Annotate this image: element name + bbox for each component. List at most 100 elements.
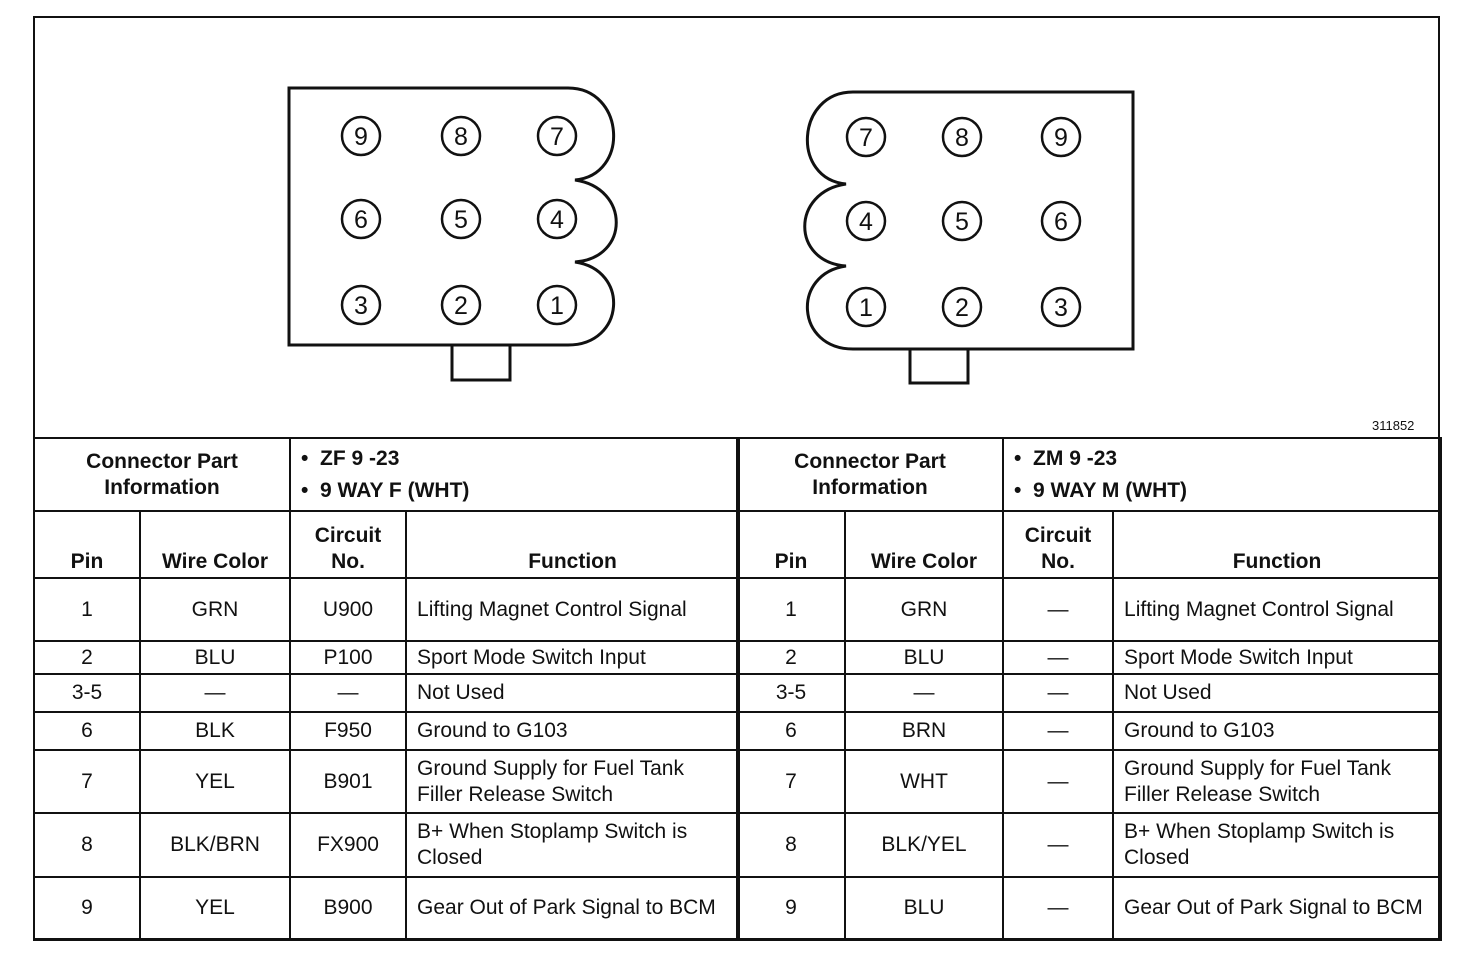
left-pin-8: 8 [440,115,482,157]
circuit-cell: — [1002,875,1115,942]
pin-cell: 7 [736,748,846,815]
wire-color-cell: BLK [138,710,292,751]
right-connector-face [803,90,1135,385]
pin-number: 1 [550,292,564,320]
wire-color-cell: BRN [843,710,1005,751]
pin-number: 6 [354,206,368,234]
function-cell: Gear Out of Park Signal to BCM [1112,875,1443,942]
pin-circle [440,198,482,240]
circuit-header: Circuit No. [289,510,408,579]
pin-cell: 7 [33,748,141,815]
pin-cell: 3-5 [736,673,846,713]
circuit-cell: B900 [289,875,408,942]
pin-cell: 3-5 [33,673,141,713]
pin-circle [340,198,382,240]
pin-number: 2 [454,292,468,320]
function-cell: Lifting Magnet Control Signal [1112,576,1443,643]
wire-color-cell: GRN [138,576,292,643]
function-cell: Lifting Magnet Control Signal [405,576,741,643]
function-cell: Ground Supply for Fuel Tank Filler Relea… [1112,748,1443,815]
function-cell: Ground to G103 [1112,710,1443,751]
circuit-cell: B901 [289,748,408,815]
pin-circle [845,116,887,158]
left-pin-9: 9 [340,115,382,157]
function-cell: Ground to G103 [405,710,741,751]
circuit-cell: U900 [289,576,408,643]
wire-color-cell: BLU [843,640,1005,676]
circuit-cell: — [1002,576,1115,643]
pin-cell: 1 [33,576,141,643]
left-pinout-table: Connector Part Information ZF 9 -23 9 WA… [32,436,741,942]
pin-circle [536,284,578,326]
right-pin-2: 2 [941,286,983,328]
function-header: Function [1112,510,1443,579]
left-pin-7: 7 [536,115,578,157]
pin-number: 4 [859,208,873,236]
pin-header: Pin [33,510,141,579]
function-cell: B+ When Stoplamp Switch is Closed [1112,812,1443,878]
pin-cell: 6 [33,710,141,751]
pin-circle [845,200,887,242]
pin-number: 7 [859,124,873,152]
pin-number: 7 [550,123,564,151]
pin-number: 6 [1054,208,1068,236]
pin-number: 9 [354,123,368,151]
pin-header: Pin [736,510,846,579]
right-pin-1: 1 [845,286,887,328]
connector-description: 9 WAY M (WHT) [1014,475,1430,507]
wire-color-cell: YEL [138,748,292,815]
pin-circle [845,286,887,328]
right-pin-6: 6 [1040,200,1082,242]
left-pin-5: 5 [440,198,482,240]
pin-cell: 8 [33,812,141,878]
wire-color-header: Wire Color [843,510,1005,579]
pin-circle [440,284,482,326]
pin-circle [1040,116,1082,158]
circuit-cell: FX900 [289,812,408,878]
connector-part-label: Connector Part Information [735,436,1005,513]
wire-color-cell: BLK/BRN [138,812,292,878]
wire-color-header: Wire Color [138,510,292,579]
connector-part-number: ZM 9 -23 [1014,443,1430,475]
pin-number: 5 [955,208,969,236]
connector-part-number: ZF 9 -23 [301,443,728,475]
pin-cell: 2 [736,640,846,676]
function-cell: Sport Mode Switch Input [405,640,741,676]
pin-circle [340,115,382,157]
pin-circle [941,286,983,328]
left-pin-3: 3 [340,284,382,326]
wire-color-cell: WHT [843,748,1005,815]
pin-cell: 9 [33,875,141,942]
circuit-cell: — [289,673,408,713]
pin-cell: 2 [33,640,141,676]
pin-circle [1040,200,1082,242]
left-pin-2: 2 [440,284,482,326]
right-pin-4: 4 [845,200,887,242]
wire-color-cell: BLU [843,875,1005,942]
function-cell: B+ When Stoplamp Switch is Closed [405,812,741,878]
pin-number: 3 [354,292,368,320]
right-pinout-table: Connector Part Information ZM 9 -23 9 WA… [735,436,1443,942]
pin-number: 8 [955,124,969,152]
pin-number: 2 [955,294,969,322]
left-connector-face [287,86,618,382]
function-cell: Sport Mode Switch Input [1112,640,1443,676]
figure-number: 311852 [1372,418,1415,433]
pin-circle [941,116,983,158]
circuit-cell: — [1002,812,1115,878]
connector-part-info: ZM 9 -23 9 WAY M (WHT) [1002,436,1443,513]
circuit-cell: — [1002,710,1115,751]
connector-description: 9 WAY F (WHT) [301,475,728,507]
circuit-cell: — [1002,673,1115,713]
pin-circle [536,198,578,240]
